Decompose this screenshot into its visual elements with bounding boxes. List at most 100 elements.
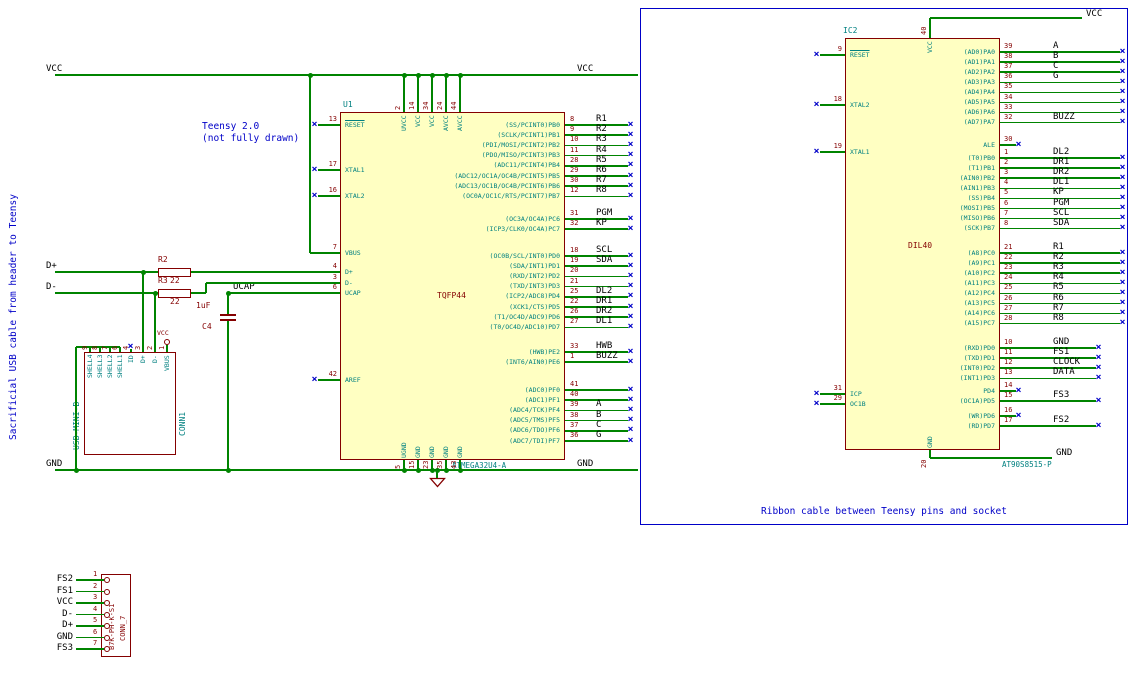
no-connect-icon: × [627,320,634,332]
no-connect-icon: × [1119,55,1126,67]
wire [76,648,104,650]
wire [1000,167,1120,169]
pin-name: (AD1)PA1 [963,57,995,66]
pin-number: 39 [570,400,579,409]
pin-name: (MISO)PB6 [959,214,995,223]
no-connect-icon: × [1119,286,1126,298]
pin-number: 32 [570,219,579,228]
no-connect-icon: × [627,424,634,436]
pin-circle [104,577,110,583]
pin-name: (T1)PB1 [967,163,995,172]
pin-number: 7 [93,639,98,647]
net-label: FS2 [56,574,73,584]
c4-plate-top[interactable] [220,313,236,316]
wire [929,18,931,38]
pin-name: D- [345,278,353,287]
wire [565,144,628,147]
ic2-body[interactable] [845,38,1000,450]
pin-number: 25 [1004,283,1013,292]
pin-number: 5 [1004,188,1009,197]
junction-dot [225,290,231,296]
ic2-vcc-label: VCC [1086,9,1103,19]
pin-number: 33 [570,342,579,350]
pin-number: 16 [1004,406,1013,414]
pin-number: 10 [570,135,579,144]
junction-dot [401,72,407,78]
no-connect-icon: × [1095,351,1102,363]
wire [206,282,340,284]
pin-name: (ADC0)PF0 [524,385,560,394]
pin-number: 44 [450,101,458,110]
conn1-body[interactable] [84,352,176,455]
pin-name: VBUS [345,248,361,257]
pin-name: (RXD)PD0 [963,343,995,352]
pin-name: (RD)PD7 [967,421,995,430]
pin-name: (HWB)PE2 [528,347,560,356]
pin-name: (TXD)PD1 [963,353,995,362]
pin-number: 22 [570,297,579,305]
pin-number: 12 [570,186,579,195]
wire [1000,262,1120,264]
pin-number: 19 [833,142,842,150]
wire [191,292,206,294]
net-label-dplus: D+ [46,261,57,271]
c4-plate-bottom[interactable] [220,319,236,321]
no-connect-icon: × [627,138,634,150]
pin-name: ALE [983,140,995,149]
net-label: HWB [596,341,613,351]
pin-number: 32 [1004,112,1013,121]
pin-number: 19 [570,256,579,265]
r2-body[interactable] [158,267,191,277]
wire [1000,272,1120,274]
net-label: FS1 [1053,347,1070,358]
wire [820,54,845,56]
no-connect-icon: × [627,310,634,322]
no-connect-icon: × [311,118,318,130]
pin-number: 40 [570,390,579,399]
no-connect-icon: × [627,300,634,312]
wire [205,283,207,293]
net-label: KP [596,218,607,229]
pin-name: XTAL2 [345,191,365,200]
wire [76,636,104,639]
no-connect-icon: × [627,355,634,367]
no-connect-icon: × [1119,256,1126,268]
wire [565,419,628,422]
note-ribbon: Ribbon cable between Teensy pins and soc… [761,506,1007,517]
pin-name: D+ [139,354,147,363]
net-label: BUZZ [1053,111,1075,122]
net-label: SDA [596,255,613,266]
ic2-footprint: DIL40 [908,241,933,250]
pin-number: 10 [1004,338,1013,346]
pin-number: 1 [158,345,166,350]
conn1-reference: CONN1 [178,411,187,436]
wire [1000,322,1120,325]
wire [565,285,628,288]
pin-number: 15 [408,460,416,469]
wire [820,393,845,395]
pin-number: 14 [408,101,416,110]
wire [99,347,101,352]
no-connect-icon: × [813,397,820,409]
pin-name: (ADC12/OC1A/OC4B/PCINT5)PB5 [454,171,560,180]
wire [1000,81,1120,84]
r3-body[interactable] [158,288,191,298]
no-connect-icon: × [627,128,634,140]
pin-number: 20 [570,266,579,275]
pin-name: OC1B [850,399,866,408]
wire [1000,292,1120,295]
pin-name: AVCC [456,114,464,131]
pin-number: 1 [1004,148,1009,156]
net-label: R2 [1053,252,1064,263]
net-label: DR2 [1053,167,1070,178]
wire [820,151,845,153]
u1-body[interactable] [340,112,565,460]
net-label: FS2 [1053,415,1070,425]
pin-name: VCC [926,40,934,53]
no-connect-icon: × [1095,419,1102,431]
wire [431,75,433,112]
wire [436,470,438,478]
ribbon-cable-box [640,8,1128,525]
pin-number: 26 [1004,293,1013,302]
conn7-body[interactable] [101,574,131,657]
